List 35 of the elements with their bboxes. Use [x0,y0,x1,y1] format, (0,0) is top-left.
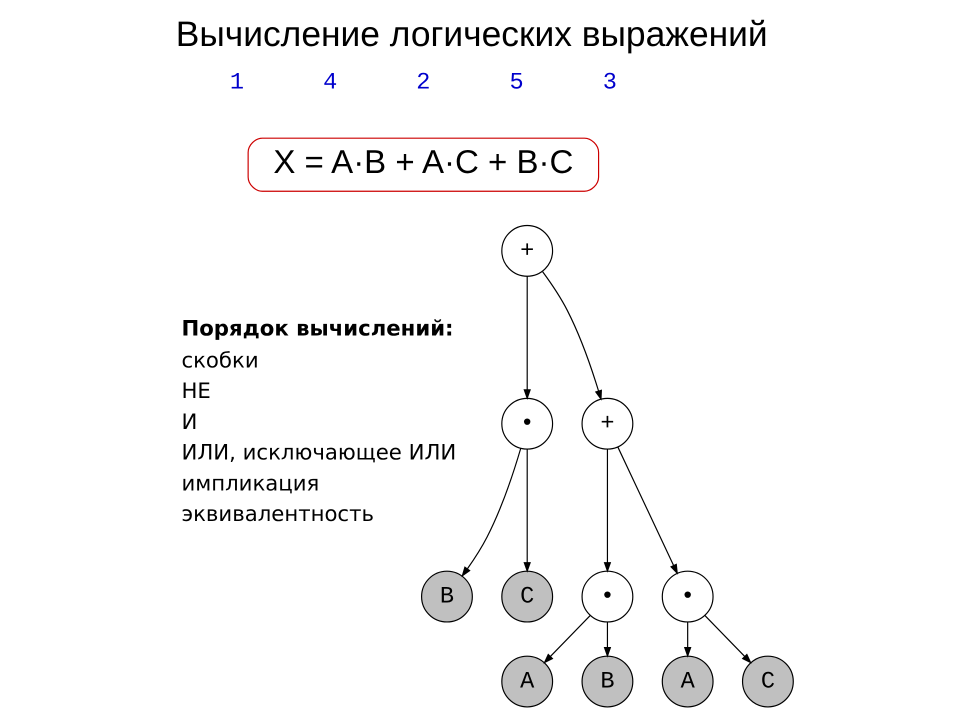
arrow [523,449,531,573]
node-circle: C [501,570,554,623]
node-circle: B [421,570,473,623]
arrow [684,622,692,658]
node-circle: • [501,398,554,450]
arrow [617,446,678,575]
label: Порядок вычислений: [181,316,454,342]
arrow [604,449,612,573]
label: 1 [230,70,244,97]
node-circle: + [581,398,634,450]
node-circle: • [581,570,634,623]
diagram-title: Вычисление логических выражений [176,15,768,54]
label: И [181,410,198,435]
arrow [604,622,612,658]
label: 5 [510,70,524,97]
label: НЕ [181,379,211,404]
label: 3 [602,70,617,97]
label: эквивалентность [181,502,374,527]
node-circle: A [662,656,714,708]
arrow [523,276,531,400]
label: ИЛИ, исключающее ИЛИ [181,440,456,466]
node-circle: + [501,224,554,277]
arrow [543,615,590,664]
node-circle: • [662,570,714,623]
label: 2 [416,70,430,97]
arrow [461,448,522,578]
node-circle: B [581,656,634,708]
arrow [542,271,602,401]
label: импликация [181,471,320,496]
label: скобки [181,348,259,374]
node-box: X = A·B + A·C + B·C [248,138,600,192]
label: 4 [323,70,338,97]
node-circle: A [501,656,554,708]
arrow [704,615,752,664]
node-circle: C [742,656,794,708]
